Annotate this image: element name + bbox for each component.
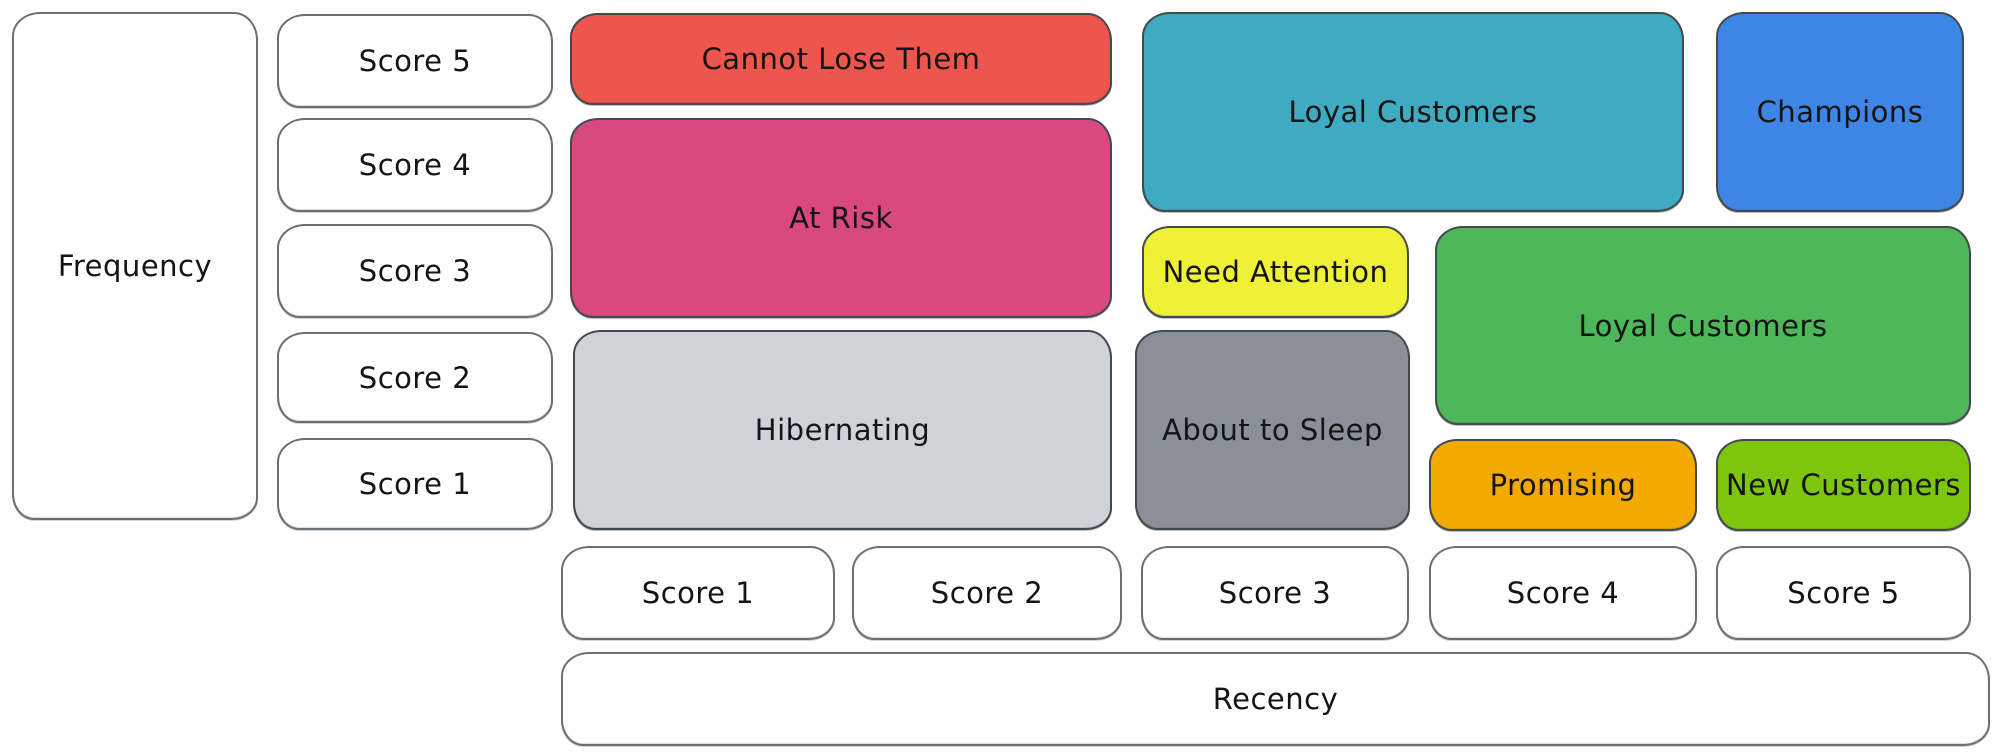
segment-need-attention-label: Need Attention <box>1162 255 1389 289</box>
recency-axis-label: Recency <box>1212 682 1339 716</box>
segment-champions-label: Champions <box>1756 95 1924 129</box>
segment-cannot-lose-them: Cannot Lose Them <box>570 13 1112 105</box>
recency-score-4-box: Score 4 <box>1429 546 1697 640</box>
recency-score-4-label: Score 4 <box>1506 576 1620 610</box>
recency-score-3-label: Score 3 <box>1218 576 1332 610</box>
frequency-score-5-box: Score 5 <box>277 14 553 108</box>
segment-about-to-sleep: About to Sleep <box>1135 330 1410 530</box>
segment-cannot-lose-them-label: Cannot Lose Them <box>701 42 981 76</box>
frequency-score-2-box: Score 2 <box>277 332 553 423</box>
segment-hibernating-label: Hibernating <box>754 413 931 447</box>
segment-new-customers: New Customers <box>1716 439 1971 531</box>
segment-loyal-customers-mid-label: Loyal Customers <box>1578 308 1828 343</box>
frequency-score-2-label: Score 2 <box>358 360 472 395</box>
frequency-score-3-label: Score 3 <box>358 254 472 288</box>
segment-at-risk: At Risk <box>570 118 1112 318</box>
recency-score-1-label: Score 1 <box>641 576 755 610</box>
frequency-score-4-label: Score 4 <box>358 148 472 182</box>
recency-score-5-box: Score 5 <box>1716 546 1971 640</box>
frequency-score-1-box: Score 1 <box>277 438 553 530</box>
frequency-score-3-box: Score 3 <box>277 224 553 318</box>
segment-promising-label: Promising <box>1489 468 1637 502</box>
frequency-score-1-label: Score 1 <box>358 467 472 501</box>
recency-score-2-box: Score 2 <box>852 546 1122 640</box>
recency-axis-label-box: Recency <box>561 652 1990 746</box>
segment-champions: Champions <box>1716 12 1964 212</box>
segment-hibernating: Hibernating <box>573 330 1112 530</box>
segment-about-to-sleep-label: About to Sleep <box>1162 413 1383 447</box>
segment-loyal-customers-top-label: Loyal Customers <box>1288 95 1538 129</box>
segment-at-risk-label: At Risk <box>789 201 893 235</box>
frequency-score-5-label: Score 5 <box>358 44 472 78</box>
segment-loyal-customers-top: Loyal Customers <box>1142 12 1684 212</box>
recency-score-5-label: Score 5 <box>1787 576 1900 610</box>
recency-score-2-label: Score 2 <box>930 576 1044 610</box>
segment-promising: Promising <box>1429 439 1697 531</box>
recency-score-1-box: Score 1 <box>561 546 835 640</box>
frequency-axis-label-box: Frequency <box>12 12 258 520</box>
segment-loyal-customers-mid: Loyal Customers <box>1435 226 1971 425</box>
segment-new-customers-label: New Customers <box>1726 468 1961 502</box>
frequency-score-4-box: Score 4 <box>277 118 553 212</box>
recency-score-3-box: Score 3 <box>1141 546 1409 640</box>
frequency-axis-label: Frequency <box>57 249 213 283</box>
segment-need-attention: Need Attention <box>1142 226 1409 318</box>
